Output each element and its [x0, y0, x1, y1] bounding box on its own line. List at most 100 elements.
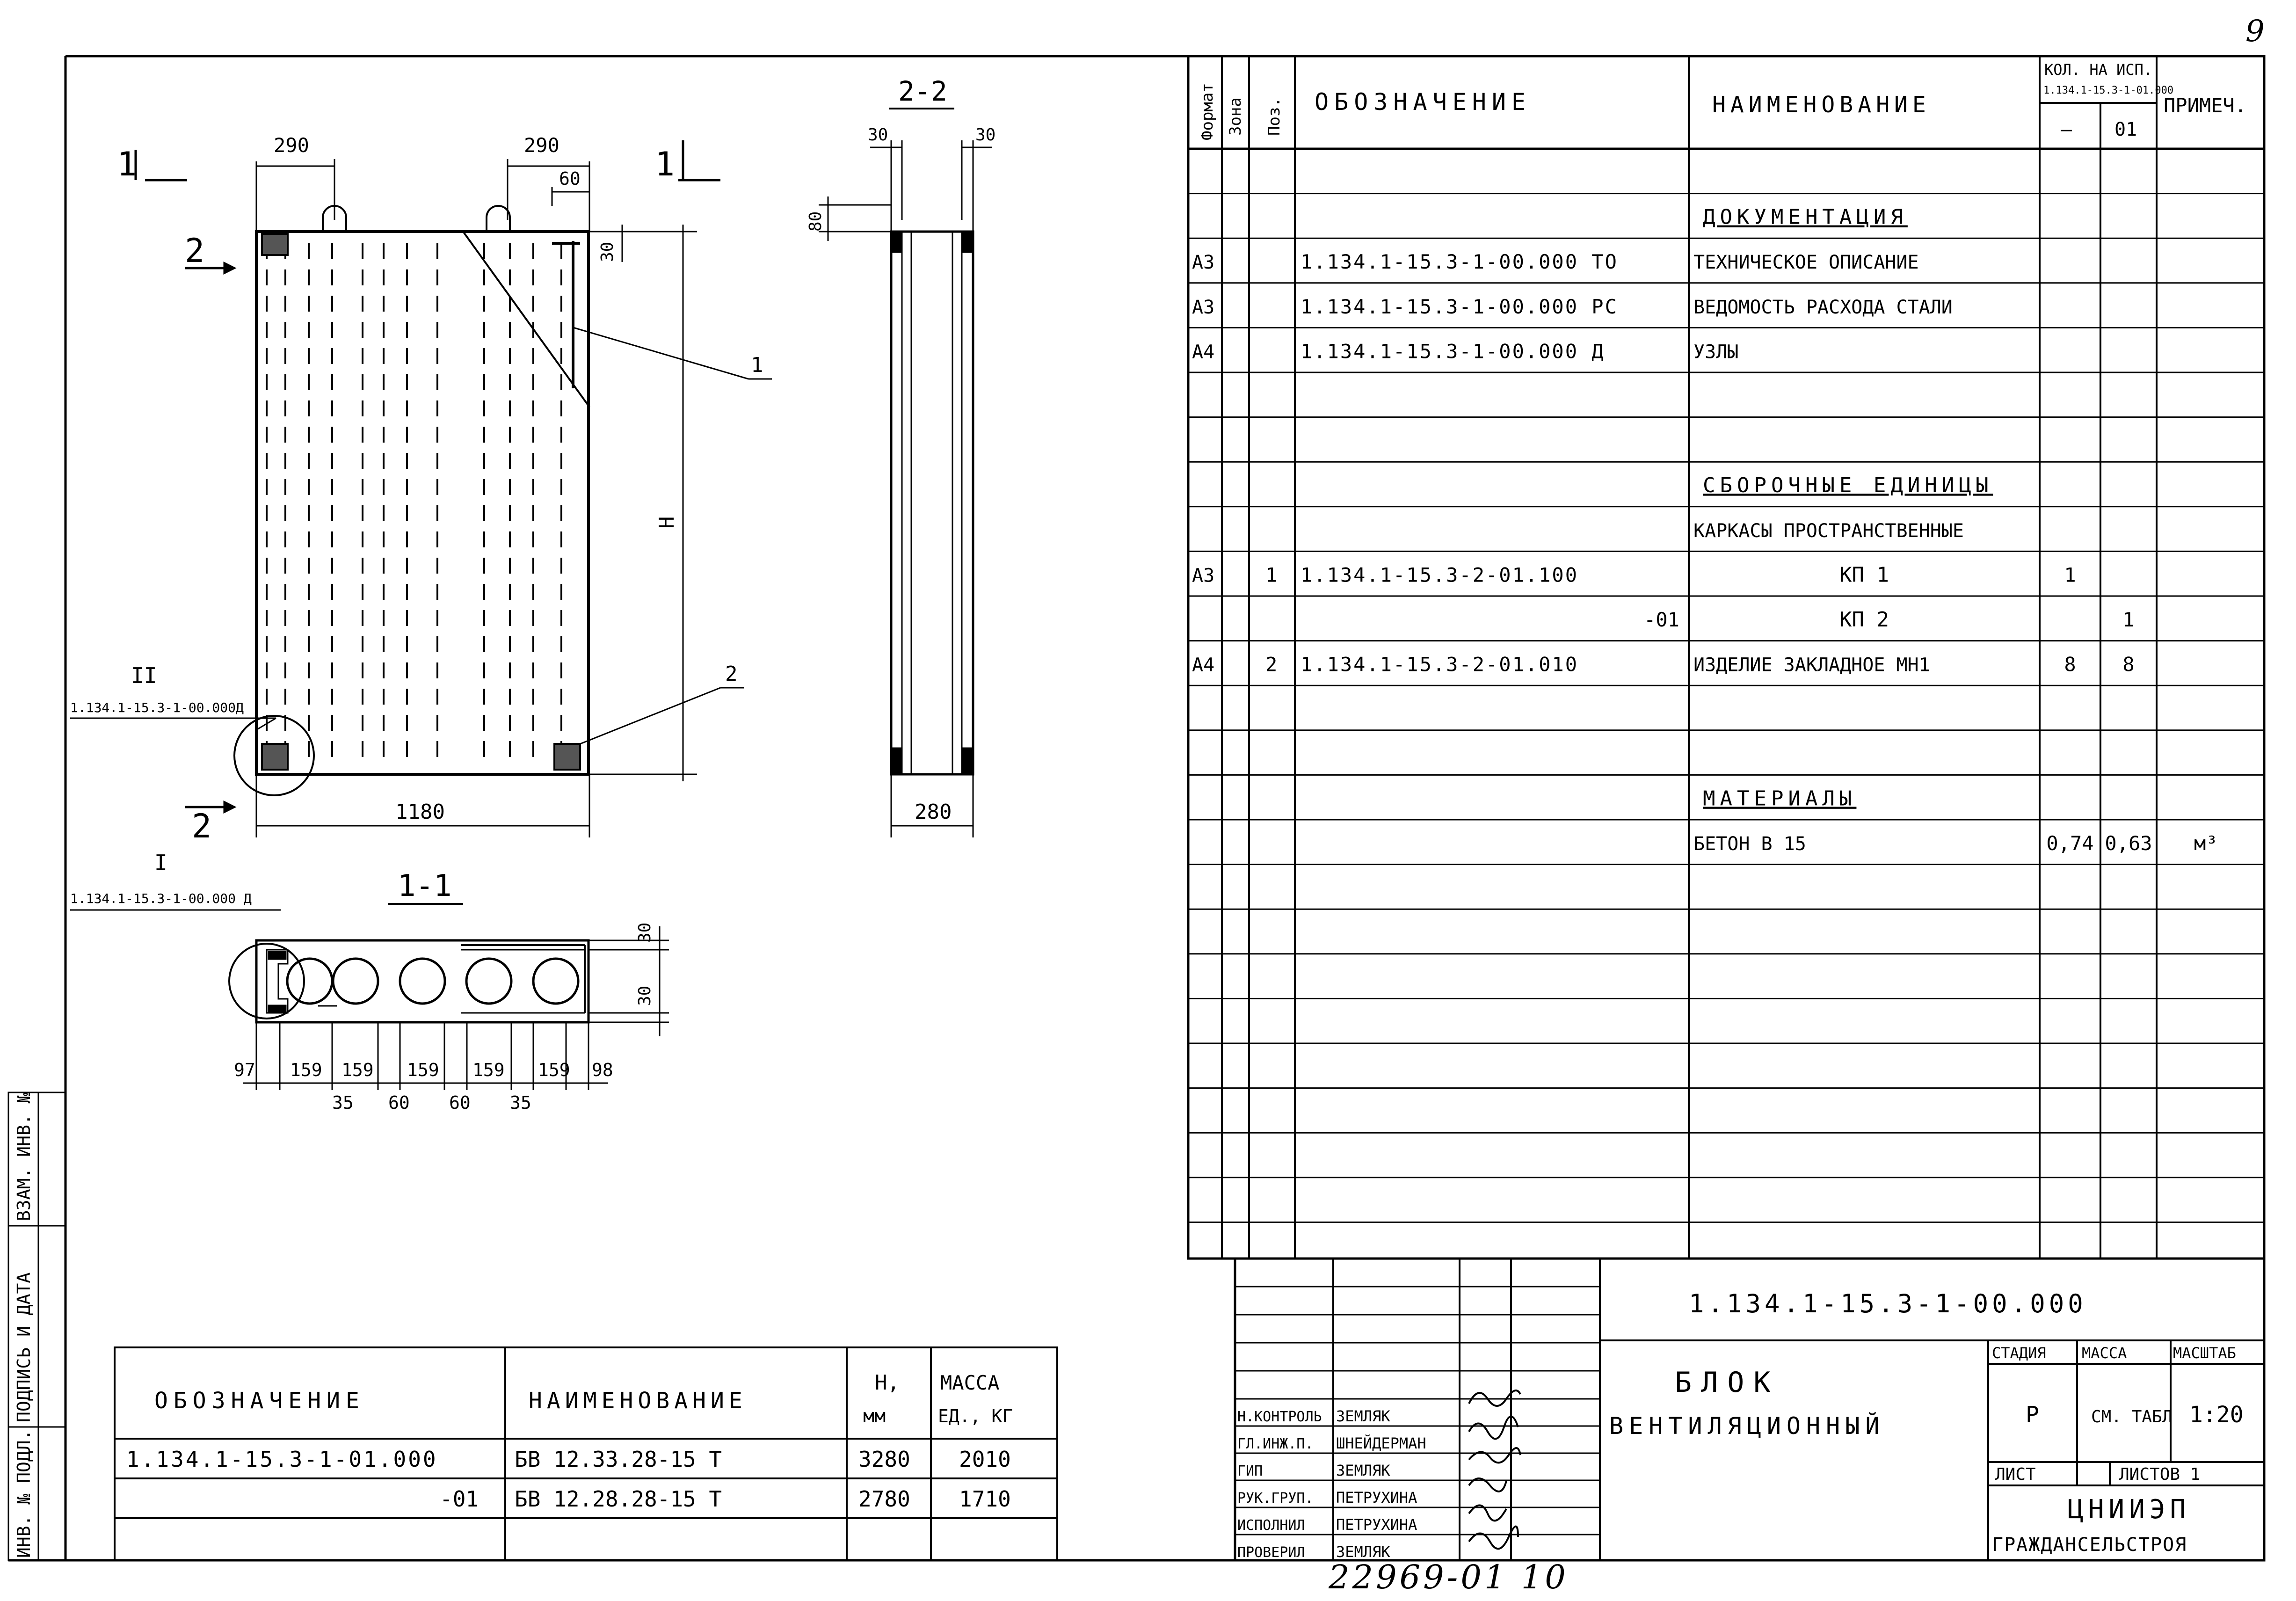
- variants-header-h-unit: мм: [863, 1405, 886, 1427]
- spec-row-name: ИЗДЕЛИЕ ЗАКЛАДНОЕ МН1: [1693, 655, 1930, 676]
- variants-row1-name: БВ 12.33.28-15 Т: [515, 1447, 722, 1472]
- stamp-scale: 1:20: [2189, 1402, 2244, 1428]
- stamp-mass-label: МАССА: [2082, 1344, 2127, 1362]
- cut-label-1-right: 1: [655, 145, 675, 183]
- front-view-dimensions: [70, 159, 772, 837]
- signer-role: ИСПОЛНИЛ: [1237, 1517, 1305, 1534]
- spec-row-name: ТЕХНИЧЕСКОЕ ОПИСАНИЕ: [1693, 252, 1919, 273]
- s1-span-159-c: 159: [407, 1060, 439, 1080]
- spec-row-designation: 1.134.1-15.3-1-00.000 ТО: [1301, 250, 1618, 273]
- s1-span-159-e: 159: [538, 1060, 570, 1080]
- side-strip-replace: ВЗАМ. ИНВ. №: [14, 1092, 34, 1221]
- signer-name: ПЕТРУХИНА: [1336, 1516, 1417, 1534]
- s1-span-60-a: 60: [388, 1092, 410, 1113]
- spec-row-qty-a: 0,74: [2046, 832, 2093, 855]
- s1-span-60-b: 60: [449, 1092, 471, 1113]
- section-2-2-view: [819, 140, 992, 837]
- signer-role: ПРОВЕРИЛ: [1237, 1544, 1305, 1561]
- stamp-sheets-label: ЛИСТОВ 1: [2119, 1465, 2200, 1484]
- variants-header-name: НАИМЕНОВАНИЕ: [529, 1388, 747, 1414]
- spec-row-format: А3: [1192, 565, 1214, 586]
- variants-table-grid: [114, 1346, 1058, 1561]
- spec-header-qty-b: 01: [2114, 119, 2137, 140]
- stamp-stage-label: СТАДИЯ: [1992, 1344, 2046, 1362]
- spec-row-name: ВЕДОМОСТЬ РАСХОДА СТАЛИ: [1693, 297, 1953, 318]
- spec-table-rows: ДОКУМЕНТАЦИЯ А3 1.134.1-15.3-1-00.000 ТО ТЕ…: [1192, 205, 2218, 855]
- spec-row-heading: МАТЕРИАЛЫ: [1703, 786, 1856, 810]
- callout-pos-2: 2: [725, 662, 738, 686]
- node-1-ref: 1.134.1-15.3-1-00.000 Д: [70, 891, 252, 906]
- stamp-org-line2: ГРАЖДАНСЕЛЬСТРОЯ: [1992, 1534, 2187, 1556]
- s1-span-35-b: 35: [510, 1092, 531, 1113]
- spec-row-qty-b: 8: [2122, 653, 2134, 676]
- variants-row1-h: 3280: [858, 1447, 910, 1472]
- node-2-ref: 1.134.1-15.3-1-00.000Д: [70, 700, 244, 715]
- sheet-frame: [8, 55, 2266, 1562]
- front-view: [233, 205, 590, 796]
- signer-name: ПЕТРУХИНА: [1336, 1489, 1417, 1506]
- spec-row-pos: 1: [1265, 563, 1277, 586]
- cut-label-2-top: 2: [185, 232, 204, 270]
- spec-header-format: Формат: [1198, 83, 1217, 140]
- spec-row-name: КП 2: [1839, 608, 1889, 632]
- spec-header-qty-title: КОЛ. НА ИСП.: [2044, 61, 2152, 79]
- spec-row-name: КП 1: [1839, 563, 1889, 587]
- side-strip-inv: ИНВ. № ПОДЛ.: [14, 1429, 34, 1558]
- spec-row-heading: СБОРОЧНЫЕ ЕДИНИЦЫ: [1703, 473, 1993, 497]
- s1-span-97: 97: [234, 1060, 255, 1080]
- stamp-org-line1: ЦНИИЭП: [2068, 1494, 2190, 1525]
- signer-role: РУК.ГРУП.: [1237, 1490, 1314, 1506]
- section-1-1-view: [228, 939, 590, 1024]
- spec-header-designation: ОБОЗНАЧЕНИЕ: [1315, 88, 1531, 116]
- variants-header-mass-unit: ЕД., КГ: [938, 1406, 1013, 1426]
- spec-header-qty-doc: 1.134.1-15.3-1-01.000: [2043, 85, 2173, 96]
- section-1-1-dimensions: [70, 909, 669, 1090]
- node-2-mark: II: [131, 663, 157, 688]
- variants-header-h: Н,: [875, 1371, 900, 1395]
- signer-role: ГЛ.ИНЖ.П.: [1237, 1436, 1314, 1452]
- stamp-code: 1.134.1-15.3-1-00.000: [1689, 1289, 2087, 1318]
- s2-dim-280: 280: [915, 800, 952, 824]
- dim-60: 60: [559, 168, 581, 189]
- s1-span-159-a: 159: [290, 1060, 322, 1080]
- side-strip-sign: ПОДПИСЬ И ДАТА: [14, 1273, 34, 1422]
- dim-290-left: 290: [274, 134, 309, 157]
- spec-header-pos: Поз.: [1265, 97, 1284, 136]
- archive-number: 22969-01 10: [1329, 1558, 1569, 1596]
- s1-dim-30-top: 30: [635, 923, 654, 943]
- cut-label-1-left: 1: [117, 145, 137, 183]
- spec-row-qty-a: 1: [2064, 563, 2076, 586]
- s2-dim-80: 80: [806, 211, 825, 232]
- spec-table-grid: [1187, 55, 2266, 1260]
- page-number: 9: [2245, 14, 2265, 49]
- spec-header-name: НАИМЕНОВАНИЕ: [1712, 92, 1931, 118]
- spec-row-designation: 1.134.1-15.3-1-00.000 РС: [1301, 295, 1618, 318]
- spec-row-pos: 2: [1265, 653, 1277, 676]
- dim-height: Н: [655, 517, 679, 529]
- s1-span-159-b: 159: [341, 1060, 374, 1080]
- stamp-sheet-label: ЛИСТ: [1995, 1465, 2036, 1484]
- variants-row1-designation: 1.134.1-15.3-1-01.000: [126, 1447, 438, 1472]
- cut-markers: [134, 140, 720, 814]
- spec-header-qty-a: —: [2061, 119, 2072, 140]
- s1-dim-30-bot: 30: [635, 986, 654, 1006]
- node-1-mark: I: [154, 850, 167, 875]
- dim-30-top: 30: [598, 242, 617, 262]
- stamp-title-line2: ВЕНТИЛЯЦИОННЫЙ: [1609, 1412, 1885, 1440]
- variants-header-mass: МАССА: [940, 1371, 999, 1394]
- side-strip: [7, 1092, 65, 1561]
- s1-span-35-a: 35: [332, 1092, 354, 1113]
- spec-row-designation: -01: [1644, 608, 1679, 631]
- cut-label-2-bottom: 2: [192, 807, 211, 845]
- dim-1180: 1180: [395, 800, 445, 824]
- callout-pos-1: 1: [751, 353, 763, 377]
- spec-row-heading: ДОКУМЕНТАЦИЯ: [1703, 205, 1908, 229]
- spec-header-note: ПРИМЕЧ.: [2164, 94, 2246, 117]
- spec-row-format: А4: [1192, 655, 1214, 676]
- s2-dim-30-right: 30: [975, 125, 995, 145]
- signer-role: Н.КОНТРОЛЬ: [1237, 1409, 1322, 1425]
- spec-row-format: А3: [1192, 297, 1214, 318]
- spec-row-name: УЗЛЫ: [1693, 341, 1738, 363]
